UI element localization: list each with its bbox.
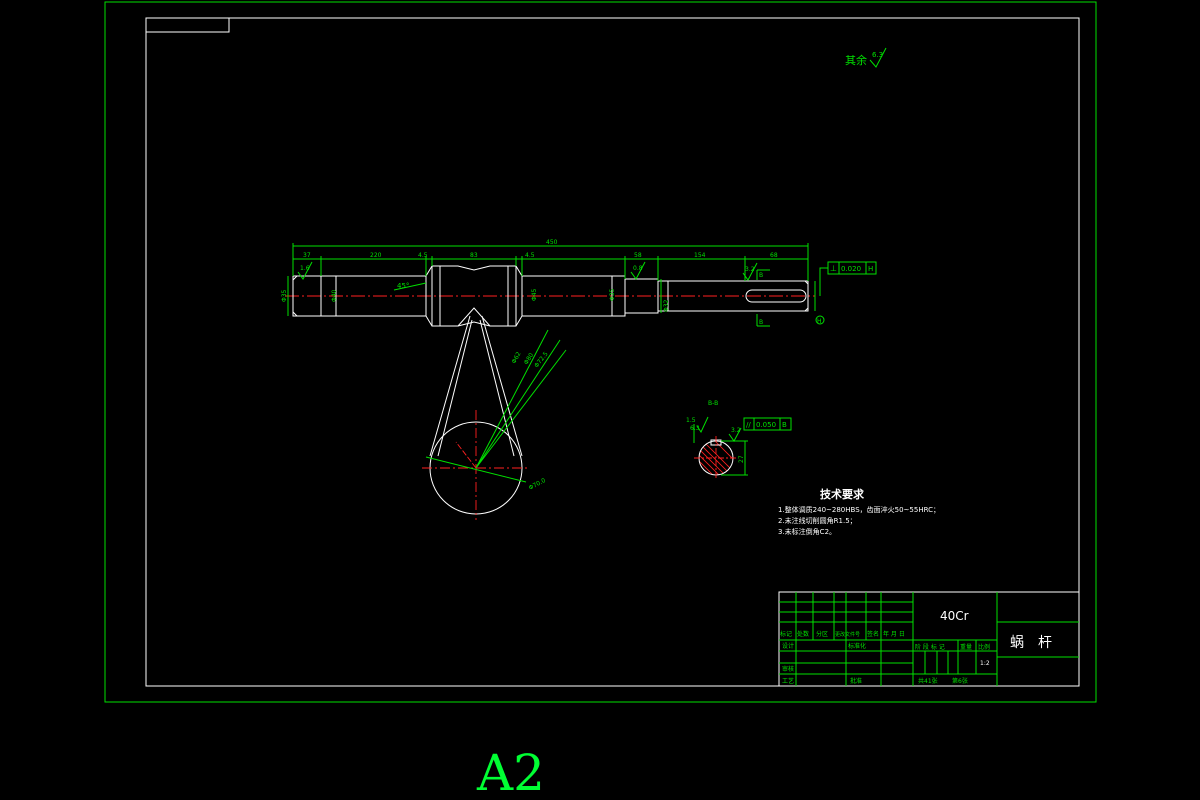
keyway-slot — [745, 289, 807, 303]
dim-seg-3: 4.5 — [418, 252, 428, 259]
tech-req-item-1: 1.整体调质240~280HBS，齿面淬火50~55HRC； — [778, 505, 940, 514]
tech-req-title: 技术要求 — [820, 487, 865, 501]
dia-keyseat-label: Φ35 — [609, 288, 616, 301]
segment-dimensions: 37 220 4.5 83 4.5 58 154 68 — [293, 252, 808, 281]
dim-seg-7: 154 — [694, 252, 706, 259]
tech-req-item-3: 3.未标注倒角C2。 — [778, 527, 836, 536]
svg-text:1:2: 1:2 — [980, 660, 990, 667]
dim-seg-6: 58 — [634, 252, 642, 259]
svg-text:6.3: 6.3 — [690, 425, 700, 432]
svg-text:更改文件号: 更改文件号 — [835, 631, 860, 638]
worm-thread-section — [425, 265, 523, 327]
svg-text:分区: 分区 — [816, 630, 828, 638]
dim-seg-4: 83 — [470, 252, 478, 259]
worm-mesh-detail: Φ62 Φ80 Φ72.5 Φ70.0 — [422, 315, 567, 520]
roughness-left-note: 0.8 — [633, 265, 643, 272]
dim-seg-1: 37 — [303, 252, 311, 259]
svg-text:0.050: 0.050 — [756, 421, 776, 429]
svg-text:H: H — [817, 318, 822, 325]
svg-text:1.5: 1.5 — [686, 417, 696, 424]
wheel-diameter-label: Φ70.0 — [528, 477, 547, 492]
svg-text://: // — [746, 421, 751, 429]
dim-seg-2: 220 — [370, 252, 382, 259]
dia-main-label: Φ40 — [331, 289, 338, 302]
worm-mesh-outline — [457, 307, 491, 327]
inner-drawing-frame — [145, 17, 1080, 687]
dia-end-label: Φ32 — [663, 299, 670, 312]
roughness-note-label: 其余 — [845, 53, 867, 67]
roughness-symbol-icon — [869, 47, 887, 68]
svg-text:设计: 设计 — [782, 642, 794, 650]
svg-text:审核: 审核 — [782, 665, 794, 673]
worm-shaft-main-view — [285, 265, 815, 327]
angle-note: 45° — [397, 282, 409, 290]
svg-text:标准化: 标准化 — [848, 642, 866, 650]
title-material: 40Cr — [940, 609, 969, 623]
svg-text:B: B — [759, 319, 763, 326]
technical-requirements: 技术要求 1.整体调质240~280HBS，齿面淬火50~55HRC； 2.未注… — [778, 487, 940, 536]
svg-text:标记: 标记 — [780, 630, 792, 638]
svg-text:阶 段 标 记: 阶 段 标 记 — [915, 643, 945, 651]
svg-text:27: 27 — [738, 455, 745, 463]
worm-d1-label: Φ62 — [511, 351, 523, 365]
svg-text:第6张: 第6张 — [952, 677, 968, 685]
svg-text:H: H — [868, 265, 873, 273]
roughness-note-value: 6.3 — [872, 51, 883, 59]
svg-text:⊥: ⊥ — [830, 264, 837, 273]
chamfer-left-note: 1.6 — [300, 265, 310, 272]
overall-length-dimension: 450 — [292, 239, 809, 281]
section-cut-markers: B B — [756, 269, 770, 327]
svg-text:批准: 批准 — [850, 677, 862, 685]
svg-text:450: 450 — [546, 239, 558, 246]
section-bb-view: B-B 1.5 6.3 3.2 27 // 0.050 — [686, 400, 792, 480]
svg-text:比例: 比例 — [978, 643, 990, 651]
svg-text:B: B — [782, 421, 787, 429]
title-part-name: 蜗 杆 — [1010, 635, 1052, 651]
dim-seg-8: 68 — [770, 252, 778, 259]
top-left-code-box — [145, 17, 230, 33]
dia-mid-label: Φ45 — [531, 288, 538, 301]
title-block: 40Cr 蜗 杆 标记 处数 分区 更改文件号 签名 年 月 日 设计 标准化 … — [778, 591, 1080, 687]
svg-text:重量: 重量 — [960, 643, 972, 651]
dim-seg-5: 4.5 — [525, 252, 535, 259]
svg-text:工艺: 工艺 — [782, 677, 794, 685]
svg-text:B: B — [759, 272, 763, 279]
svg-text:签名: 签名 — [867, 630, 879, 638]
dia-left-label: Φ35 — [281, 289, 288, 302]
shaft-keyseat-end — [657, 280, 809, 312]
sheet-size-label: A2 — [476, 744, 545, 800]
tech-req-item-2: 2.未注线切削圆角R1.5； — [778, 516, 857, 525]
svg-text:0.020: 0.020 — [841, 265, 861, 273]
section-title: B-B — [708, 400, 718, 407]
roughness-right-note: 3.2 — [745, 266, 755, 273]
main-tolerance-frame: ⊥ 0.020 H H — [815, 261, 877, 325]
svg-text:年 月 日: 年 月 日 — [883, 630, 905, 638]
svg-text:处数: 处数 — [797, 630, 809, 638]
svg-text:共41张: 共41张 — [918, 677, 938, 685]
svg-text:3.2: 3.2 — [731, 427, 741, 434]
outer-sheet-border — [104, 1, 1097, 703]
